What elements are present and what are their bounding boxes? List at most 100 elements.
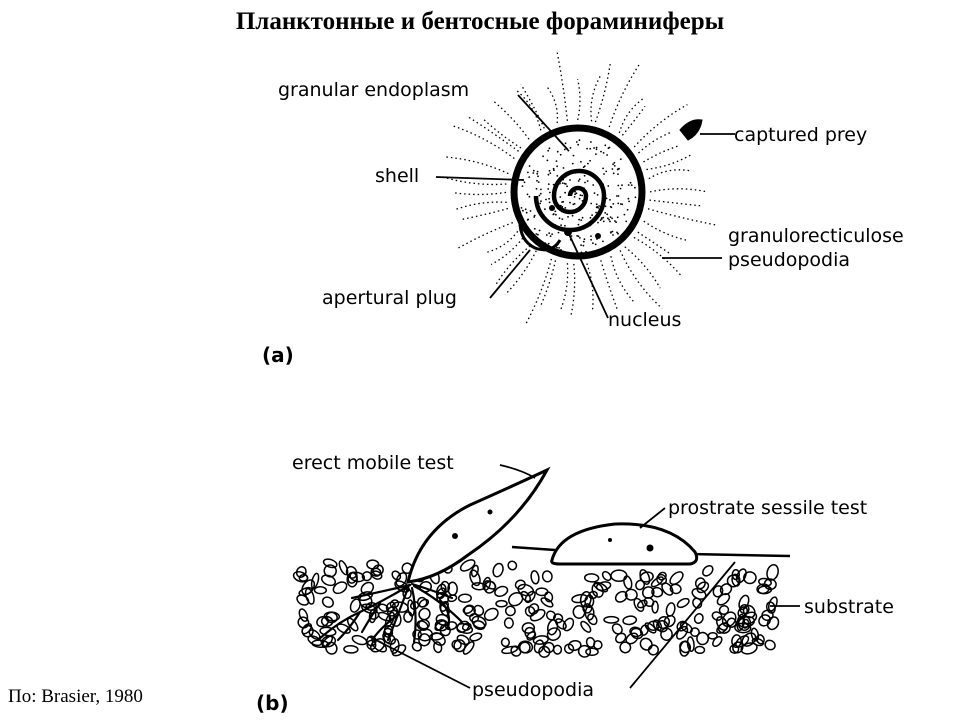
stipple-dot — [617, 173, 619, 176]
stipple-dot — [608, 218, 610, 221]
stipple-dot — [551, 233, 553, 236]
sediment-grain — [734, 622, 752, 634]
stipple-dot — [593, 147, 595, 149]
sediment-grain — [761, 609, 774, 622]
stipple-dot — [554, 210, 557, 213]
leader-apertural-plug — [489, 249, 531, 299]
sediment-grain — [650, 576, 664, 588]
stipple-dot — [566, 185, 568, 188]
stipple-dot — [528, 195, 531, 198]
leader-erect-test — [499, 464, 536, 479]
stipple-dot — [561, 250, 563, 253]
sediment-grain — [643, 596, 655, 608]
sediment-grain — [529, 608, 546, 622]
leader-shell — [435, 176, 525, 181]
stipple-dot — [549, 191, 551, 194]
pseudopod-strand — [619, 250, 663, 309]
sediment-grain — [463, 604, 476, 617]
panel-b: erect mobile test prostrate sessile test… — [256, 452, 894, 715]
sediment-grain — [366, 559, 380, 570]
stipple-dot — [589, 159, 591, 162]
sediment-grain — [319, 626, 337, 637]
label-pseudopodia-line1: granulorecticulose — [728, 225, 904, 247]
stipple-dot — [600, 217, 603, 220]
stipple-dot — [537, 181, 540, 184]
stipple-dot — [592, 184, 595, 186]
sediment-grain — [456, 620, 470, 633]
stipple-dot — [602, 167, 604, 170]
stipple-dot — [613, 161, 616, 164]
sediment-grain — [332, 581, 348, 595]
pseudopod-strand — [610, 255, 636, 304]
sediment-grain — [731, 573, 741, 587]
stipple-dot — [617, 195, 620, 197]
stipple-dot — [586, 180, 589, 182]
stipple-dot — [556, 175, 559, 177]
sediment-grain — [696, 631, 710, 646]
stipple-dot — [578, 218, 580, 221]
pseudopod-strand — [539, 260, 557, 308]
label-nucleus: nucleus — [608, 309, 681, 331]
sediment-grain — [451, 639, 462, 650]
sediment-grain — [750, 627, 760, 642]
stipple-dot — [583, 165, 586, 168]
stipple-dot — [577, 235, 580, 238]
sediment-grain — [694, 577, 706, 590]
stipple-dot — [535, 187, 538, 190]
stipple-dot — [615, 221, 617, 224]
sediment-grain — [577, 644, 592, 658]
pseudopod-strand — [633, 104, 688, 148]
stipple-dot — [613, 165, 616, 167]
stipple-dot — [563, 182, 566, 185]
stipple-dot — [618, 167, 620, 170]
root-pseudopod — [412, 584, 464, 624]
sediment-grain — [702, 564, 714, 577]
sediment-grain — [639, 624, 649, 636]
sediment-grain — [729, 644, 740, 654]
sediment-grain — [372, 564, 384, 577]
sediment-grain — [538, 645, 551, 658]
stipple-dot — [540, 188, 542, 191]
endoplasm-stipple — [520, 139, 637, 254]
stipple-dot — [606, 213, 609, 216]
pseudopod-strand — [621, 105, 646, 136]
stipple-dot — [553, 169, 555, 172]
stipple-dot — [607, 185, 610, 187]
sediment-grain — [323, 564, 337, 578]
pseudopod-strand — [453, 191, 507, 196]
sediment-grain — [541, 570, 553, 583]
stipple-dot — [569, 201, 571, 204]
sediment-grain — [418, 607, 431, 621]
sediment-grain — [325, 641, 338, 655]
sediment-grain — [661, 582, 674, 596]
sediment-grain — [563, 643, 575, 654]
stipple-dot — [595, 203, 598, 206]
sediment-grain — [517, 583, 535, 597]
sediment-grain — [567, 639, 582, 652]
sediment-grain — [433, 641, 443, 654]
source-credit: По: Brasier, 1980 — [8, 686, 143, 707]
substrate-surface — [511, 545, 791, 558]
pseudopod-strand — [648, 169, 691, 180]
stipple-dot — [627, 197, 630, 200]
stipple-dot — [612, 163, 614, 166]
sediment-grain — [625, 632, 639, 645]
stipple-dot — [528, 165, 531, 167]
stipple-dot — [532, 169, 535, 172]
sediment-grain — [694, 645, 706, 655]
stipple-dot — [528, 176, 531, 179]
sediment-grain — [453, 639, 466, 653]
stipple-dot — [580, 219, 583, 222]
sediment-grain — [524, 605, 536, 617]
sediment-grain — [298, 608, 309, 622]
stipple-dot — [536, 179, 538, 182]
stipple-dot — [520, 207, 523, 209]
stipple-dot — [572, 203, 575, 206]
pseudopod-strand — [590, 75, 601, 122]
stipple-dot — [611, 217, 613, 220]
stipple-dot — [544, 208, 546, 211]
sediment-grain — [738, 594, 750, 611]
sediment-grain — [431, 632, 446, 646]
sediment-grain — [679, 621, 693, 634]
pseudopod-strand — [454, 201, 507, 211]
